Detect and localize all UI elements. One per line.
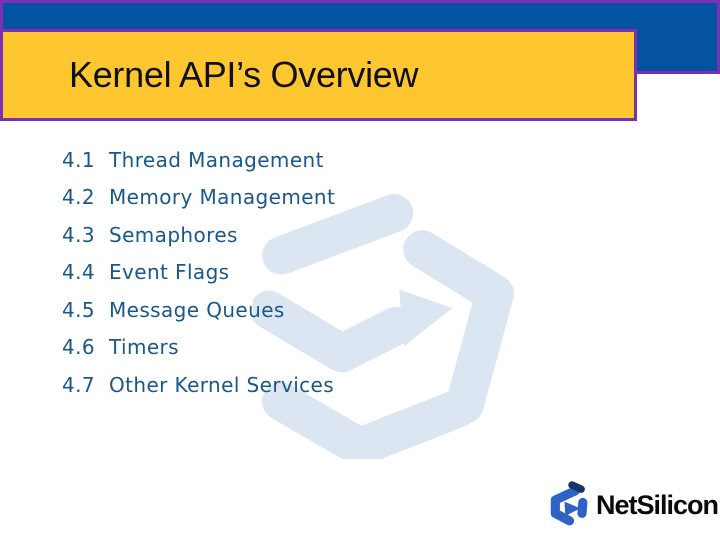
toc-number: 4.4 [62,260,96,285]
netsilicon-wordmark: NetSilicon [596,489,719,520]
page-title: Kernel API’s Overview [69,54,419,95]
toc-number: 4.3 [62,222,96,247]
toc-label: Event Flags [109,260,230,285]
toc-list: 4.1 Thread Management 4.2 Memory Managem… [62,141,335,404]
netsilicon-logo: NetSilicon [542,477,719,533]
toc-row: 4.2 Memory Management [62,179,335,217]
toc-row: 4.4 Event Flags [62,254,335,292]
toc-row: 4.7 Other Kernel Services [62,366,335,404]
netsilicon-mark-icon [550,481,588,526]
toc-label: Other Kernel Services [109,372,335,397]
toc-row: 4.1 Thread Management [62,141,335,179]
toc-label: Message Queues [109,297,285,322]
netsilicon-watermark-icon [253,193,514,459]
toc-label: Timers [109,335,179,360]
toc-row: 4.6 Timers [62,329,335,367]
toc-row: 4.5 Message Queues [62,291,335,329]
toc-number: 4.7 [62,372,96,397]
toc-number: 4.5 [62,297,96,322]
toc-row: 4.3 Semaphores [62,216,335,254]
toc-number: 4.1 [62,147,96,172]
toc-label: Thread Management [109,147,324,172]
toc-number: 4.6 [62,335,96,360]
toc-number: 4.2 [62,185,96,210]
toc-label: Semaphores [109,222,238,247]
title-box: Kernel API’s Overview [0,29,637,121]
toc-label: Memory Management [109,185,336,210]
